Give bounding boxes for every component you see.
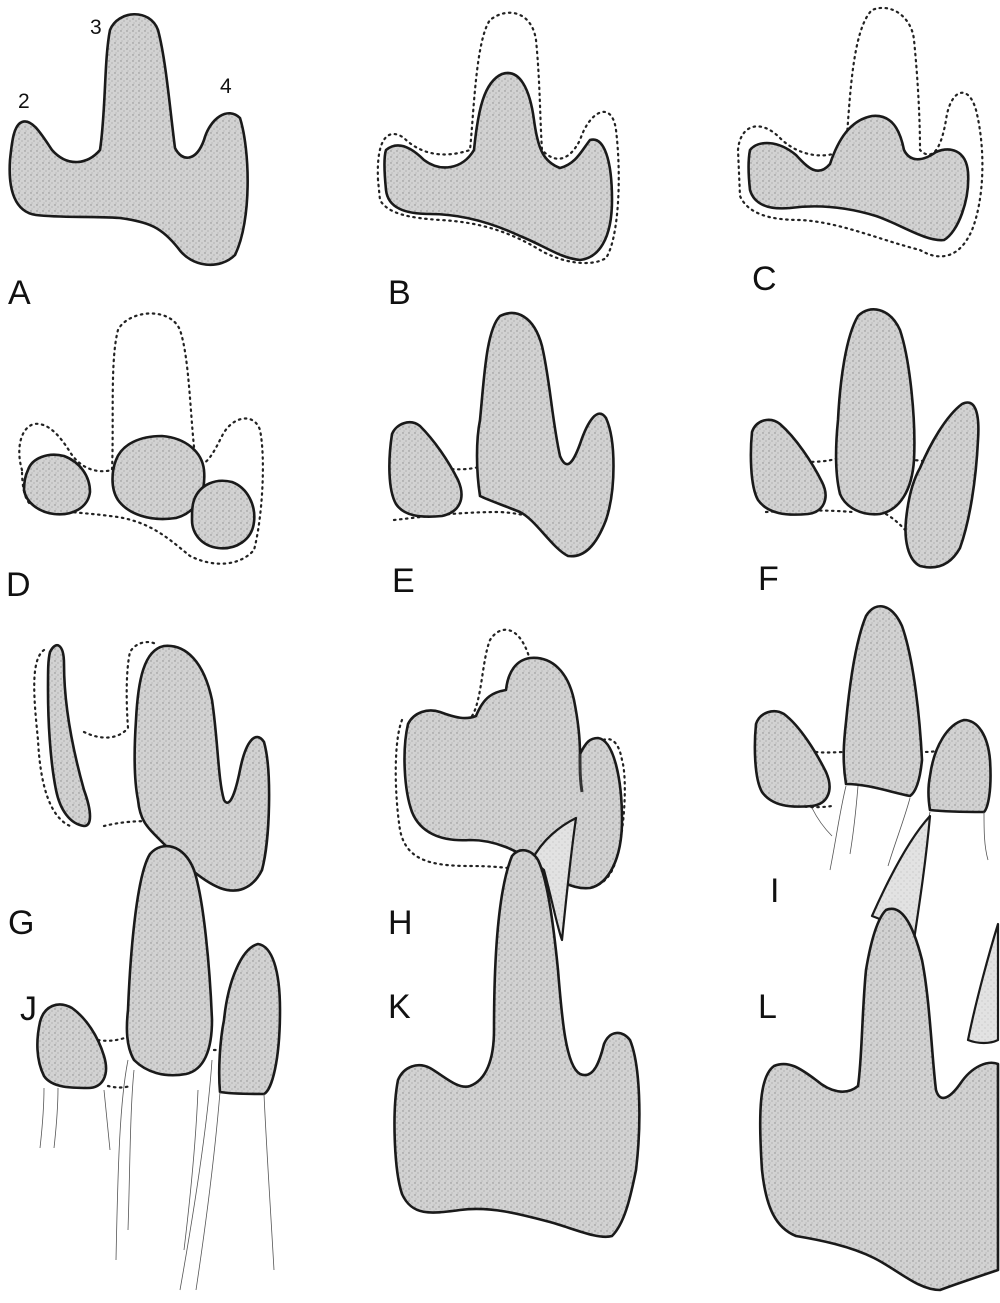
digit-label-3: 3: [90, 16, 102, 39]
panel-label-d: D: [6, 566, 31, 604]
separated-digit-2: [37, 1004, 106, 1088]
digit-3-4-shape: [477, 313, 614, 556]
panel-label-k: K: [388, 988, 411, 1026]
panel-d: D: [6, 313, 263, 604]
vestigial-digit-2: [48, 645, 90, 826]
panel-label-l: L: [758, 988, 777, 1026]
panel-a: 2 3 4 A: [8, 14, 248, 312]
digit-fusion-shape: [395, 850, 640, 1237]
digit-label-4: 4: [220, 75, 232, 98]
panel-f: F: [751, 309, 978, 598]
separated-digit-4: [906, 403, 979, 568]
panel-label-b: B: [388, 274, 411, 312]
separated-digit-3: [836, 309, 914, 514]
panel-label-i: I: [770, 872, 779, 910]
panel-label-g: G: [8, 904, 34, 942]
panel-label-e: E: [392, 562, 415, 600]
reduced-digit-shape: [385, 73, 613, 260]
digit-3-nodule: [113, 436, 205, 519]
panel-j: J: [20, 846, 280, 1290]
claw-sheath-secondary: [968, 924, 998, 1043]
separated-digit-3: [844, 606, 922, 796]
panel-b: B: [378, 13, 619, 312]
panel-e: E: [389, 313, 613, 600]
digit-fusion-shape: [10, 14, 248, 265]
panel-label-c: C: [752, 260, 777, 298]
panel-i: I: [755, 606, 991, 910]
digit-label-2: 2: [18, 90, 30, 113]
digit-fusion-shape: [760, 909, 998, 1290]
separated-digit-3: [127, 846, 212, 1075]
panel-label-f: F: [758, 560, 779, 598]
separated-digit-4: [929, 720, 991, 812]
separated-digit-2: [751, 420, 826, 515]
panel-l: L: [758, 816, 998, 1290]
panel-label-j: J: [20, 990, 37, 1028]
separated-digit-2: [389, 422, 461, 516]
separated-digit-2: [755, 711, 830, 806]
panel-label-a: A: [8, 274, 31, 312]
panel-label-h: H: [388, 904, 413, 942]
reduced-digit-shape: [749, 116, 969, 240]
separated-digit-4: [219, 944, 280, 1094]
panel-c: C: [738, 8, 982, 298]
digit-4-nodule: [192, 481, 254, 548]
